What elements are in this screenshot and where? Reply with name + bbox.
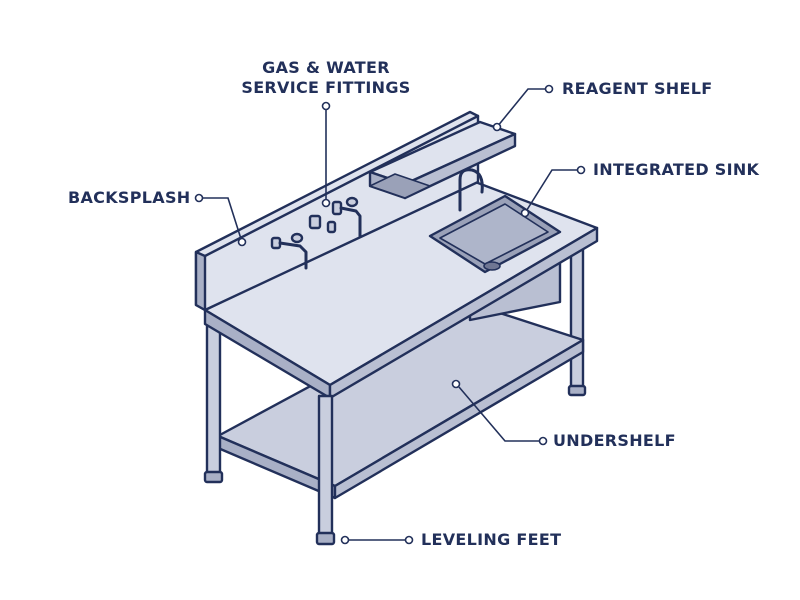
sink-faucet [458, 168, 484, 212]
label-gas-water-line2: SERVICE FITTINGS [241, 78, 411, 97]
leader-undershelf [451, 379, 548, 446]
leader-reagent-shelf [492, 84, 554, 132]
leader-gas-water [321, 101, 331, 208]
leader-integrated-sink [520, 165, 586, 218]
label-leveling-feet: LEVELING FEET [421, 530, 562, 549]
front-leg-left [203, 324, 224, 484]
front-leg-center [315, 394, 336, 546]
label-reagent-shelf: REAGENT SHELF [562, 79, 713, 98]
label-gas-water-line1: GAS & WATER [262, 58, 390, 77]
gas-water-fittings [270, 196, 362, 270]
leader-backsplash [194, 193, 247, 247]
leader-leveling-feet [340, 535, 414, 545]
reagent-shelf [368, 120, 517, 200]
back-leg-right [567, 238, 587, 397]
label-undershelf: UNDERSHELF [553, 431, 676, 450]
label-backsplash: BACKSPLASH [68, 188, 191, 207]
label-integrated-sink: INTEGRATED SINK [593, 160, 760, 179]
undershelf [216, 300, 585, 500]
label-gas-water-fittings: GAS & WATER SERVICE FITTINGS [236, 58, 416, 98]
